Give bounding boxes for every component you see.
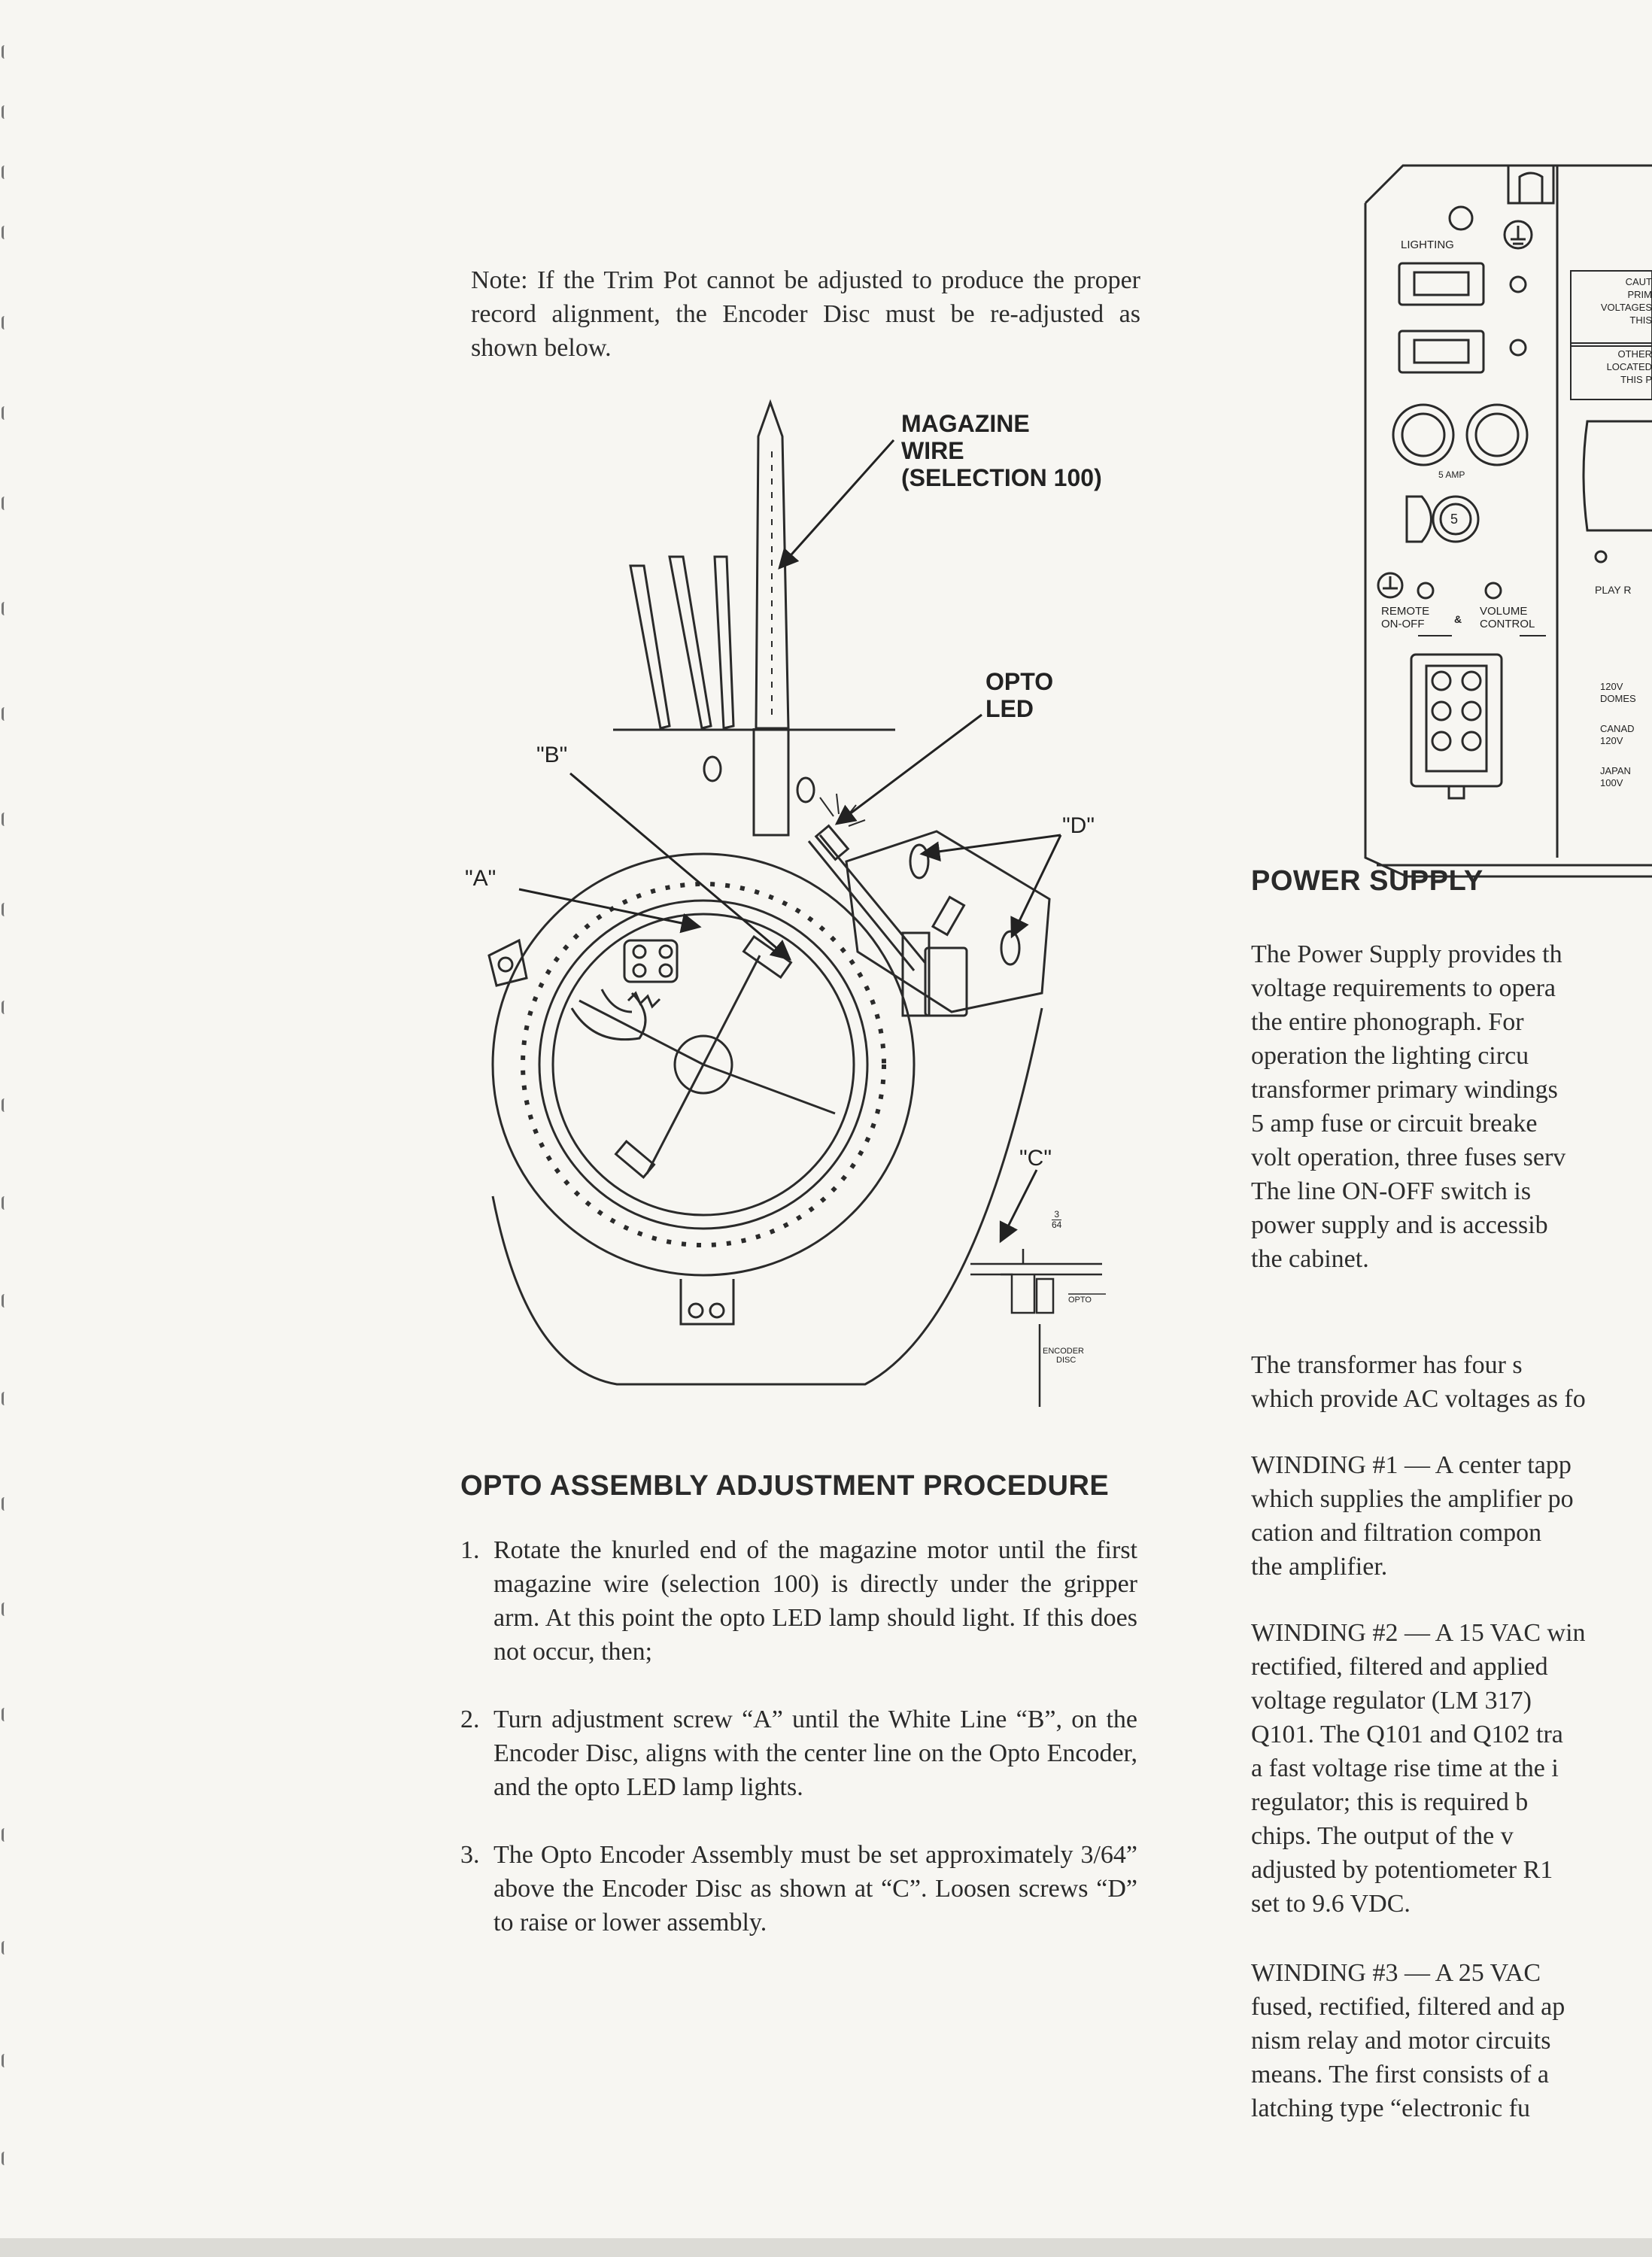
leader-c (999, 1169, 1038, 1244)
leader-d-1 (919, 834, 1061, 862)
opto-procedure-steps: 1.Rotate the knurled end of the magazine… (460, 1533, 1137, 1973)
opto-encoder-plate (845, 830, 1051, 1013)
leader-magazine-wire (778, 439, 895, 570)
panel-top-outline (1364, 164, 1652, 205)
inset-encoder-label: ENCODER DISC (1043, 1347, 1085, 1365)
panel-5amp-label: 5 AMP (1438, 469, 1465, 480)
inset-fraction: 3 64 (1052, 1209, 1062, 1230)
lighting-connector-2 (1398, 330, 1485, 374)
adjustment-screw-a (570, 939, 679, 1041)
leader-b (569, 772, 792, 961)
step-2: 2.Turn adjustment screw “A” until the Wh… (460, 1706, 1137, 1801)
leader-opto-led (834, 713, 982, 825)
encoder-disc-outer (491, 852, 916, 1277)
microswitch (924, 946, 968, 1017)
label-opto-led: OPTO LED (985, 668, 1054, 722)
lighting-connector-1 (1398, 262, 1485, 306)
panel-outline (1364, 203, 1652, 878)
socket-right (1465, 403, 1529, 466)
play-record-window (1582, 420, 1652, 532)
step-1: 1.Rotate the knurled end of the magazine… (460, 1536, 1137, 1666)
leader-d-2 (1010, 834, 1062, 939)
bottom-bracket (679, 1279, 735, 1326)
leader-a (518, 888, 702, 934)
opto-procedure-heading: OPTO ASSEMBLY ADJUSTMENT PROCEDURE (460, 1470, 1110, 1502)
binding-holes (0, 0, 18, 2257)
encoder-hub (673, 1034, 733, 1095)
screw-shelf-right (796, 776, 815, 803)
panel-lighting-label: LIGHTING (1401, 238, 1454, 251)
encoder-disc-inner (538, 899, 869, 1230)
left-tab (487, 938, 528, 987)
spring (627, 991, 661, 1009)
page-bottom-edge (0, 2238, 1652, 2257)
power-supply-heading: POWER SUPPLY (1251, 865, 1483, 897)
inset-opto-label: OPTO (1068, 1296, 1092, 1305)
lighting-knob (1448, 205, 1474, 231)
inset-c-detail (970, 1249, 1106, 1407)
encoder-disc-ticks (521, 882, 886, 1247)
screw-shelf-left (703, 755, 722, 782)
remote-volume-connector (1410, 653, 1503, 788)
label-a: "A" (465, 866, 497, 891)
cabinet-outline (491, 1007, 1043, 1386)
label-c: "C" (1019, 1146, 1052, 1171)
fuse-5amp (1432, 495, 1480, 543)
panel-handle (1507, 164, 1555, 205)
screw-d-lower (1000, 930, 1021, 966)
panel-ampersand: & (1454, 613, 1462, 625)
note-paragraph: Note: If the Trim Pot cannot be adjusted… (471, 266, 1140, 362)
step-3: 3.The Opto Encoder Assembly must be set … (460, 1841, 1137, 1937)
label-magazine-wire: MAGAZINE WIRE (SELECTION 100) (901, 410, 1102, 491)
ground-symbol-1 (1503, 220, 1533, 250)
opto-led-body (814, 824, 850, 861)
label-b: "B" (536, 743, 568, 767)
label-d: "D" (1062, 813, 1095, 838)
fuse-holder (1405, 495, 1432, 543)
panel-fuse-number: 5 (1450, 512, 1459, 527)
magazine-wire-100 (755, 399, 790, 730)
panel-play-label: PLAY R (1595, 584, 1632, 596)
magazine-wires (629, 399, 790, 837)
socket-left (1392, 403, 1455, 466)
